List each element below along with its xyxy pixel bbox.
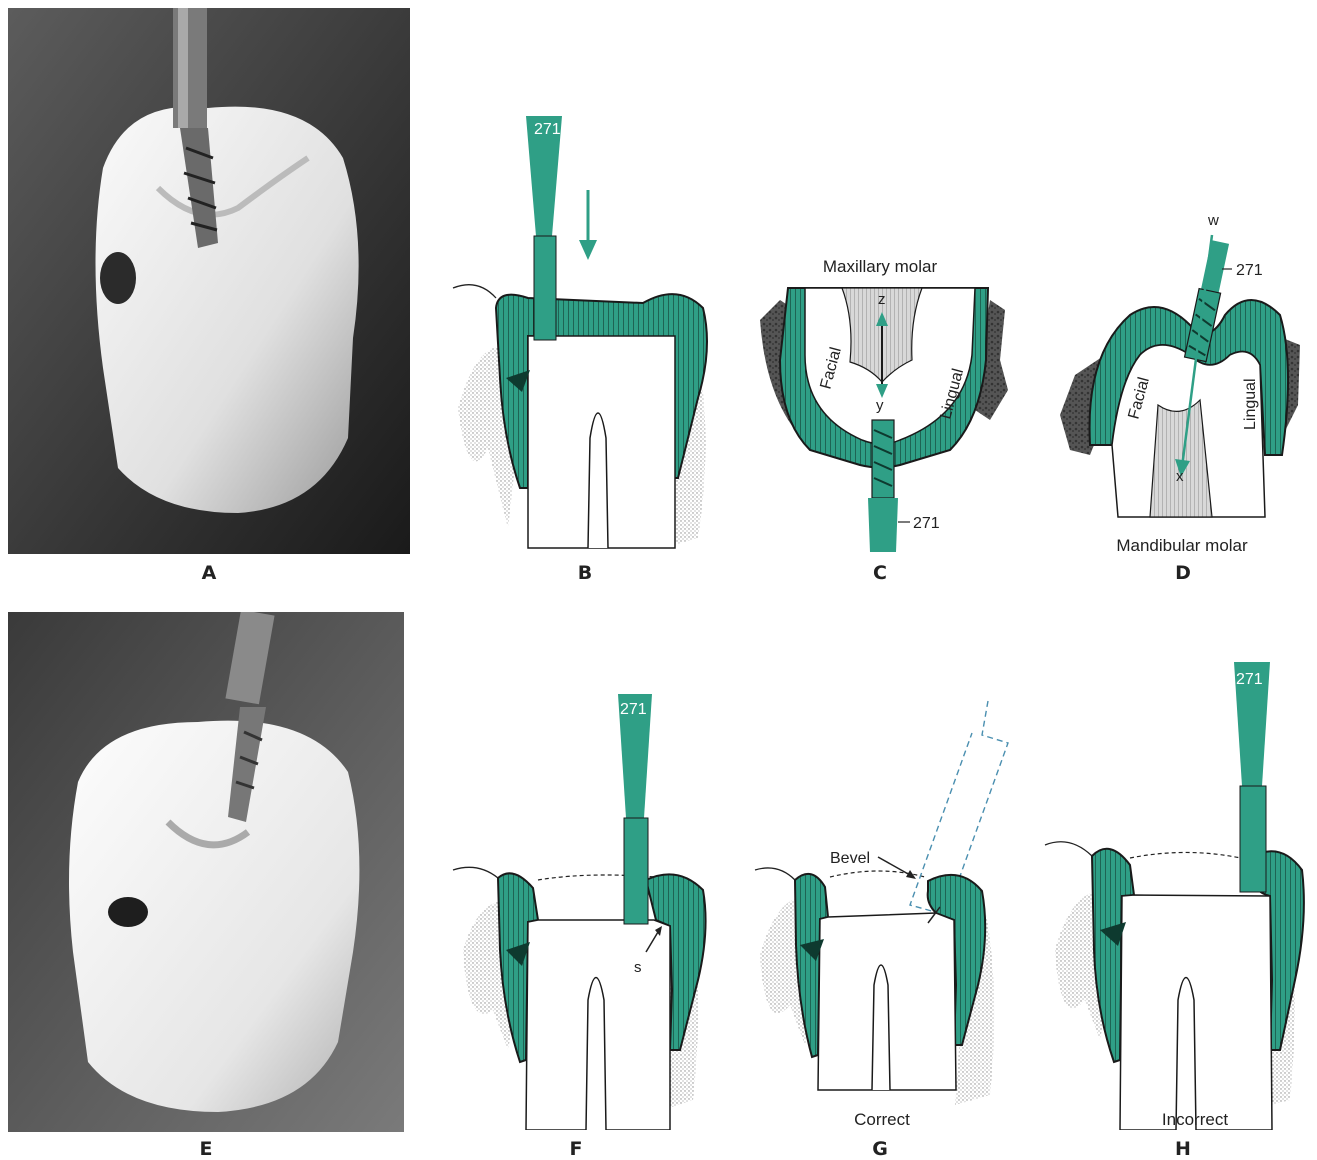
diagram-d: Facial Lingual w x 271 Mandibular molar [1050, 205, 1310, 560]
diagram-g: Bevel Correct [750, 695, 1010, 1135]
panel-label-g: G [872, 1138, 888, 1160]
diagram-b: 271 [448, 108, 718, 558]
diagram-f: 271 s [448, 690, 708, 1130]
panel-label-e: E [200, 1138, 213, 1160]
panel-label-f: F [570, 1138, 583, 1160]
caption-h: Incorrect [1162, 1110, 1228, 1129]
panel-label-a: A [202, 562, 217, 584]
photo-e [8, 612, 404, 1132]
bevel-label-g: Bevel [830, 850, 870, 867]
title-d: Mandibular molar [1116, 536, 1248, 555]
title-c: Maxillary molar [823, 257, 938, 276]
tooth-model-photo-a [8, 8, 410, 554]
label-s-f: s [634, 959, 642, 976]
bur-label-d: 271 [1236, 262, 1263, 279]
lingual-d: Lingual [1242, 378, 1259, 430]
panel-label-d: D [1175, 562, 1191, 584]
panel-label-b: B [578, 562, 592, 584]
label-z-c: z [878, 291, 886, 308]
bur-label-h: 271 [1236, 671, 1263, 688]
diagram-h: 271 Incorrect [1040, 660, 1310, 1130]
label-x-d: x [1176, 468, 1184, 485]
bur-label-c: 271 [913, 515, 940, 532]
panel-label-h: H [1175, 1138, 1191, 1160]
caption-g: Correct [854, 1110, 910, 1129]
bur-label-f: 271 [620, 701, 647, 718]
diagram-c: Maxillary molar z y Facial Lingual 271 [750, 250, 1020, 560]
label-w-d: w [1207, 212, 1219, 229]
tooth-model-photo-e [8, 612, 404, 1132]
panel-label-c: C [873, 562, 887, 584]
label-y-c: y [876, 397, 884, 414]
bur-label-b: 271 [534, 121, 561, 138]
photo-a [8, 8, 410, 554]
